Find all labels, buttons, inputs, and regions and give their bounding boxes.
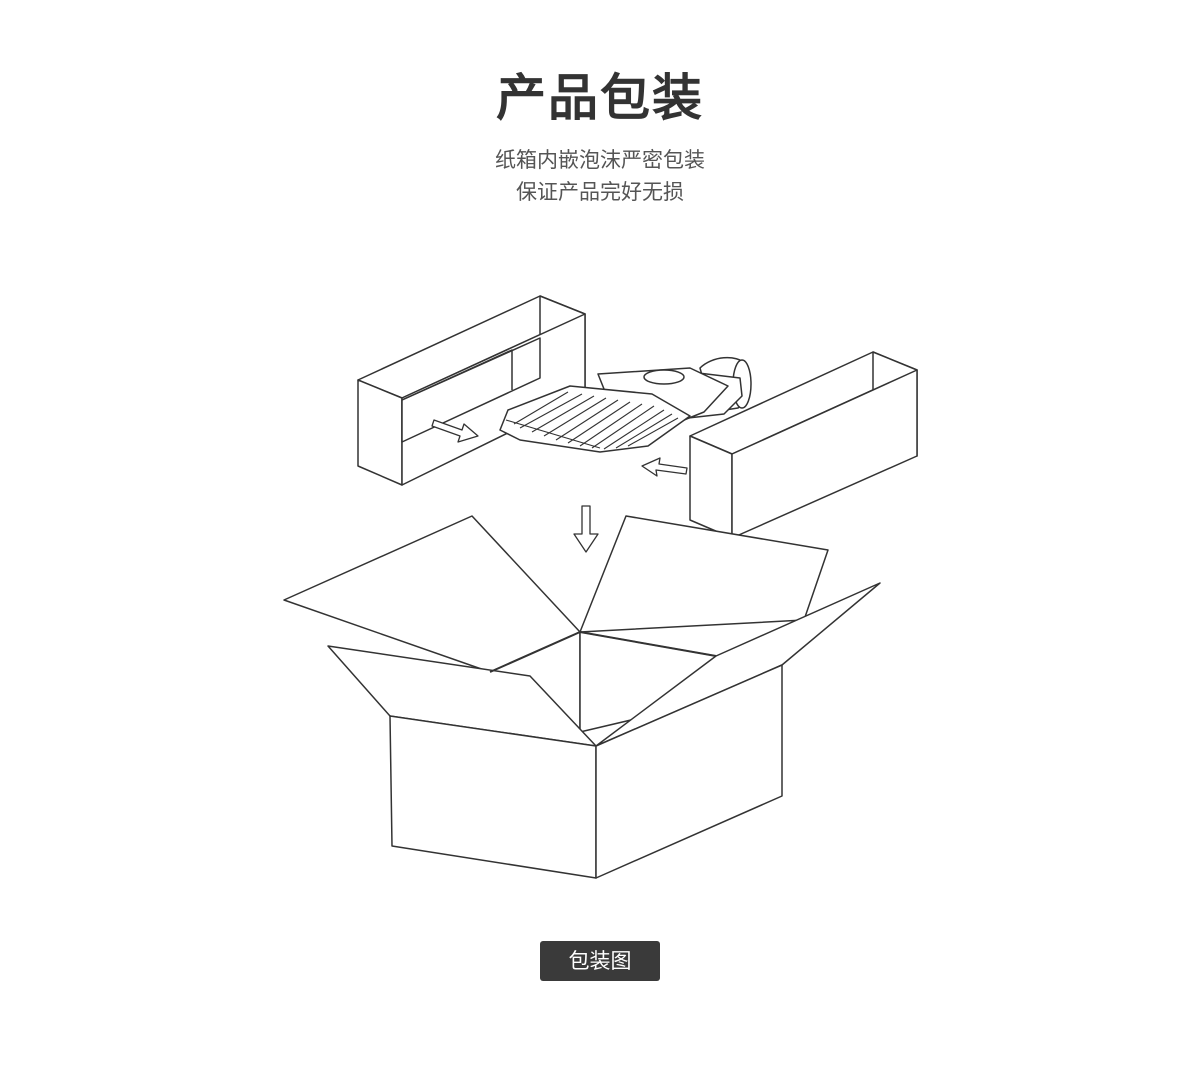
subtitle: 纸箱内嵌泡沫严密包装 保证产品完好无损	[0, 144, 1200, 208]
arrow-down-icon	[573, 505, 599, 553]
subtitle-line-2: 保证产品完好无损	[516, 180, 684, 204]
arrow-right-icon	[431, 419, 479, 443]
page-title: 产品包装	[496, 69, 704, 127]
left-foam-block	[357, 295, 586, 486]
arrow-left-icon	[641, 457, 688, 477]
caption-badge: 包装图	[540, 941, 660, 981]
subtitle-line-1: 纸箱内嵌泡沫严密包装	[495, 148, 705, 172]
right-foam-block	[689, 351, 918, 539]
cardboard-box	[283, 515, 881, 879]
street-light-fixture	[499, 356, 752, 453]
